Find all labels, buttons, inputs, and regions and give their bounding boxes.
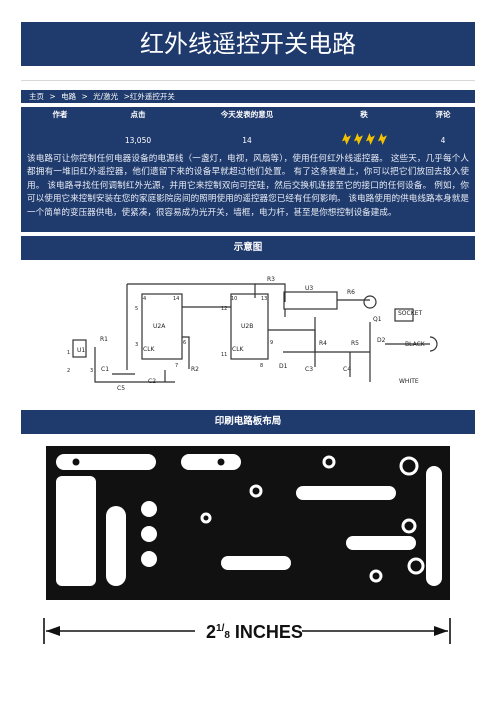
label-clk-a: CLK	[143, 346, 156, 353]
pin-label: 12	[221, 306, 227, 312]
circuit-schematic: U1 R1 C1 C2 C5 R2 U2A U2B CLK CLK R3 U3 …	[67, 276, 438, 392]
dimension-unit: INCHES	[230, 622, 303, 642]
pin-label: 13	[261, 296, 267, 302]
divider	[21, 80, 475, 81]
label-black: BLACK	[405, 341, 426, 348]
dimension-slash: /	[222, 623, 225, 634]
lightning-star-icon	[354, 133, 363, 145]
label-u2a: U2A	[153, 323, 166, 330]
label-u1: U1	[77, 347, 85, 354]
section-header-pcb: 印刷电路板布局	[21, 410, 475, 434]
label-socket: SOCKET	[398, 310, 422, 317]
dimension-denominator: 8	[224, 630, 230, 641]
label-d1: D1	[279, 363, 288, 370]
label-u2b: U2B	[241, 323, 253, 330]
label-r3: R3	[267, 276, 275, 283]
pin-label: 4	[143, 296, 146, 302]
breadcrumb-light-laser[interactable]: 光/激光	[93, 92, 119, 101]
label-c3: C3	[305, 366, 313, 373]
pin-label: 1	[67, 350, 70, 356]
label-d2: D2	[377, 337, 386, 344]
col-author: 作者	[21, 107, 99, 121]
svg-text:21/8 INCHES: 21/8 INCHES	[206, 622, 303, 642]
section-header-schematic: 示意图	[21, 236, 475, 260]
label-r6: R6	[347, 289, 355, 296]
label-c4: C4	[343, 366, 351, 373]
label-r1: R1	[100, 336, 108, 343]
pin-label: 5	[135, 306, 138, 312]
article-description: 该电路可让你控制任何电器设备的电源线（一盏灯，电视，风扇等），使用任何红外线遥控…	[21, 152, 475, 232]
label-c1: C1	[101, 366, 109, 373]
pin-label: 8	[260, 363, 263, 369]
pin-label: 7	[175, 363, 178, 369]
pin-label: 6	[183, 340, 186, 346]
label-q1: Q1	[373, 316, 382, 323]
breadcrumb-home[interactable]: 主页	[29, 92, 44, 101]
pin-label: 3	[135, 342, 138, 348]
pin-label: 9	[270, 340, 273, 346]
lightning-star-icon	[378, 133, 387, 145]
rank-stars	[341, 133, 387, 145]
pin-label: 10	[231, 296, 237, 302]
label-c5: C5	[117, 385, 125, 392]
label-white: WHITE	[399, 378, 419, 385]
label-r5: R5	[351, 340, 359, 347]
pcb-layout-image	[46, 446, 450, 600]
label-r4: R4	[319, 340, 327, 347]
pin-label: 2	[67, 368, 70, 374]
breadcrumb-sep: >	[81, 92, 88, 101]
breadcrumb: 主页 > 电路 > 光/激光 >红外遥控开关	[21, 90, 475, 103]
col-reviews: 评论	[411, 107, 475, 121]
label-c2: C2	[148, 378, 156, 385]
breadcrumb-circuits[interactable]: 电路	[61, 92, 77, 101]
col-rank: 秩	[317, 107, 411, 121]
lightning-star-icon	[342, 133, 351, 145]
label-clk-b: CLK	[232, 346, 245, 353]
label-r2: R2	[191, 366, 199, 373]
pin-label: 14	[173, 296, 179, 302]
dimension-annotation: 21/8 INCHES	[43, 618, 451, 644]
dimension-numerator: 1	[216, 623, 222, 634]
page-title: 红外线遥控开关电路	[21, 22, 475, 66]
breadcrumb-current: >红外遥控开关	[123, 92, 175, 101]
label-u3: U3	[305, 285, 313, 292]
col-comments-today: 今天发表的意见	[177, 107, 317, 121]
lightning-star-icon	[366, 133, 375, 145]
dimension-whole: 2	[206, 622, 216, 642]
breadcrumb-sep: >	[49, 92, 56, 101]
col-clicks: 点击	[99, 107, 177, 121]
pin-label: 11	[221, 352, 227, 358]
pin-label: 3	[90, 368, 93, 374]
